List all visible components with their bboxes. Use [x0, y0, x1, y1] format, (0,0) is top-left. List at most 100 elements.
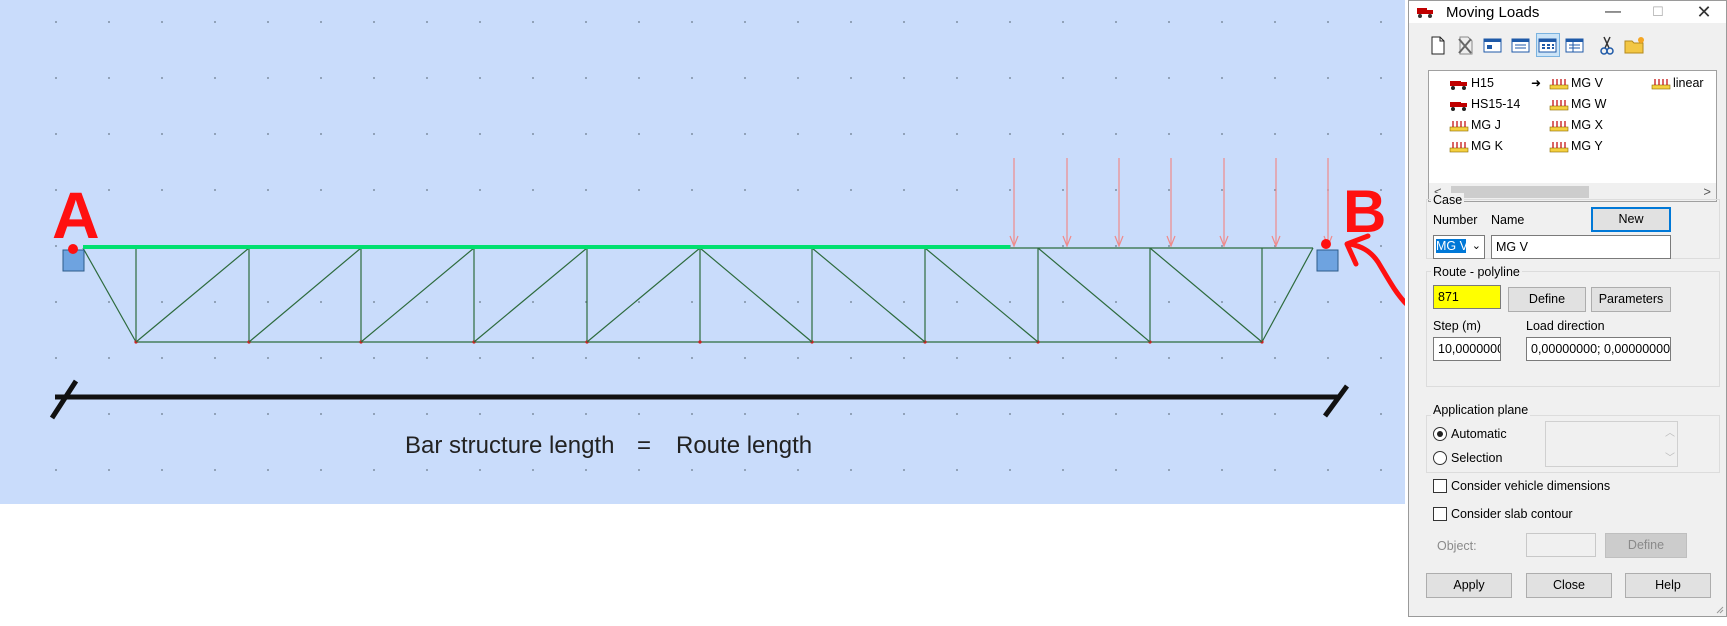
grid-dot [1009, 469, 1011, 471]
list-horizontal-scrollbar[interactable]: < > [1429, 183, 1716, 201]
vehicle-list-item-label: MG X [1571, 118, 1603, 132]
automatic-label[interactable]: Automatic [1451, 427, 1507, 441]
grid-dot [585, 357, 587, 359]
consider-vehicle-dimensions-checkbox[interactable] [1433, 479, 1447, 493]
grid-dot [267, 469, 269, 471]
vehicle-list-item[interactable]: MG K [1449, 138, 1503, 155]
new-case-button[interactable]: New [1591, 207, 1671, 232]
load-icon [1549, 78, 1569, 90]
grid-dot [903, 413, 905, 415]
route-input[interactable]: 871 [1433, 285, 1501, 309]
grid-dot [1221, 301, 1223, 303]
grid-dot [108, 189, 110, 191]
grid-dot [1274, 133, 1276, 135]
help-button[interactable]: Help [1625, 573, 1711, 598]
grid-dot [161, 301, 163, 303]
load-arrowhead [1114, 235, 1124, 248]
case-number-select[interactable]: MG V ⌄ [1433, 235, 1485, 259]
case-number-value: MG V [1436, 239, 1466, 253]
consider-vehicle-dimensions-label[interactable]: Consider vehicle dimensions [1451, 479, 1611, 493]
new-icon[interactable] [1425, 33, 1449, 57]
grid-dot [638, 133, 640, 135]
moving-loads-dialog: Moving Loads — ☐ ✕ < [1408, 0, 1727, 617]
cut-icon[interactable] [1595, 33, 1619, 57]
support-right [1316, 249, 1339, 272]
load-direction-input[interactable]: 0,00000000; 0,00000000; [1526, 337, 1671, 361]
load-direction-label: Load direction [1526, 319, 1605, 333]
grid-dot [1327, 77, 1329, 79]
vehicle-list-item[interactable]: MG W [1549, 96, 1606, 113]
delete-icon[interactable] [1453, 33, 1477, 57]
open-folder-icon[interactable] [1623, 33, 1647, 57]
grid-dot [585, 77, 587, 79]
grid-dot [214, 357, 216, 359]
scroll-left-arrow[interactable]: < [1434, 184, 1442, 199]
grid-dot [426, 413, 428, 415]
consider-slab-contour-label[interactable]: Consider slab contour [1451, 507, 1573, 521]
scroll-right-arrow[interactable]: > [1703, 184, 1711, 199]
grid-dot [1380, 21, 1382, 23]
apply-button[interactable]: Apply [1426, 573, 1512, 598]
grid-dot [1062, 301, 1064, 303]
grid-dot [373, 357, 375, 359]
grid-dot [479, 21, 481, 23]
vehicle-list-item[interactable]: linear [1651, 75, 1704, 92]
vehicle-list-item[interactable]: MG J [1449, 117, 1501, 134]
grid-dot [373, 469, 375, 471]
grid-dot [1115, 245, 1117, 247]
selection-radio[interactable] [1433, 451, 1447, 465]
view-details-icon[interactable] [1563, 33, 1587, 57]
minimize-button[interactable]: — [1605, 3, 1621, 20]
close-button[interactable]: Close [1526, 573, 1612, 598]
grid-dot [532, 301, 534, 303]
diagonal-member [135, 247, 250, 343]
scroll-thumb[interactable] [1451, 186, 1589, 198]
grid-dot [108, 133, 110, 135]
step-input[interactable]: 10,0000000 [1433, 337, 1501, 361]
grid-dot [1380, 133, 1382, 135]
annotation-b: B [1343, 178, 1386, 245]
grid-dot [585, 413, 587, 415]
vehicle-list-item[interactable]: HS15-14 [1449, 96, 1520, 113]
parameters-button[interactable]: Parameters [1591, 287, 1671, 312]
grid-dot [903, 21, 905, 23]
grid-dot [1062, 357, 1064, 359]
vehicle-list-item[interactable]: H15 [1449, 75, 1494, 92]
grid-dot [1380, 301, 1382, 303]
maximize-button[interactable]: ☐ [1652, 4, 1664, 19]
object-label: Object: [1437, 539, 1477, 553]
view-grid-icon[interactable] [1536, 33, 1560, 57]
automatic-radio[interactable] [1433, 427, 1447, 441]
close-window-button[interactable]: ✕ [1696, 2, 1712, 22]
grid-dot [320, 133, 322, 135]
grid-dot [744, 77, 746, 79]
grid-dot [1274, 77, 1276, 79]
vehicle-list-item[interactable]: MG Y [1549, 138, 1603, 155]
grid-dot [1009, 413, 1011, 415]
case-name-input[interactable]: MG V [1491, 235, 1671, 259]
vehicle-list-item[interactable]: MG X [1549, 117, 1603, 134]
name-label: Name [1491, 213, 1525, 227]
grid-dot [903, 189, 905, 191]
consider-slab-contour-checkbox[interactable] [1433, 507, 1447, 521]
load-arrowhead [1062, 235, 1072, 248]
grid-dot [320, 21, 322, 23]
selection-label[interactable]: Selection [1451, 451, 1503, 465]
grid-dot [797, 77, 799, 79]
view-list-icon[interactable] [1509, 33, 1533, 57]
grid-dot [638, 413, 640, 415]
view-small-icon[interactable] [1481, 33, 1505, 57]
vehicle-list-item[interactable]: ➜MG V [1531, 75, 1603, 92]
caption-equals: = [637, 432, 652, 459]
resize-grip-icon[interactable] [1714, 604, 1724, 614]
grid-dot [1115, 21, 1117, 23]
vehicle-list-item-label: MG Y [1571, 139, 1603, 153]
grid-dot [797, 189, 799, 191]
grid-dot [161, 133, 163, 135]
define-route-button[interactable]: Define [1508, 287, 1586, 312]
grid-dot [532, 469, 534, 471]
grid-dot [1168, 133, 1170, 135]
grid-dot [55, 77, 57, 79]
